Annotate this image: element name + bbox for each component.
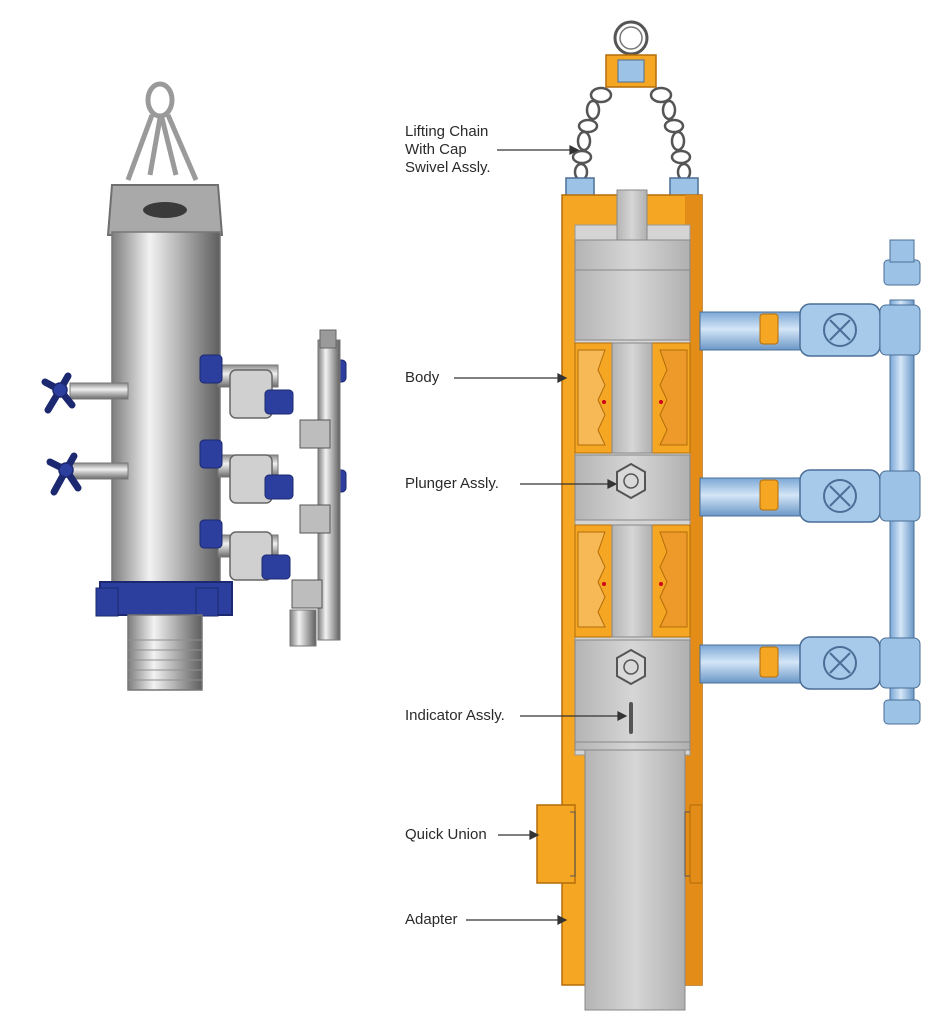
label-lifting-chain-line2: With Cap xyxy=(405,141,467,158)
side-valve-manifold xyxy=(699,239,921,725)
branch-line xyxy=(699,303,921,357)
label-indicator: Indicator Assly. xyxy=(405,707,505,724)
label-body: Body xyxy=(405,369,440,386)
label-lifting-chain: Lifting Chain With Cap Swivel Assly. xyxy=(405,123,491,177)
lower-seal-stack xyxy=(574,524,691,638)
plunger-hex xyxy=(616,462,646,686)
leader-lines xyxy=(454,145,628,925)
adapter-3d xyxy=(127,614,203,691)
launcher-cross-section xyxy=(454,20,921,1011)
branch-line xyxy=(699,469,921,523)
label-lifting-chain-line1: Lifting Chain xyxy=(405,123,489,140)
launcher-3d-render xyxy=(41,81,347,691)
quick-union-block xyxy=(536,804,703,884)
label-adapter: Adapter xyxy=(405,911,458,928)
lifting-chain-swivel xyxy=(565,20,699,201)
label-plunger: Plunger Assly. xyxy=(405,475,499,492)
branch-line xyxy=(699,636,921,690)
right-side-manifold-3d xyxy=(199,329,347,647)
left-side-valves-3d xyxy=(41,372,129,496)
label-lifting-chain-line3: Swivel Assly. xyxy=(405,159,491,176)
lifting-shackle-3d xyxy=(125,81,199,181)
label-quick-union: Quick Union xyxy=(405,826,487,843)
upper-seal-stack xyxy=(574,342,691,454)
indicator-rod xyxy=(629,702,633,734)
